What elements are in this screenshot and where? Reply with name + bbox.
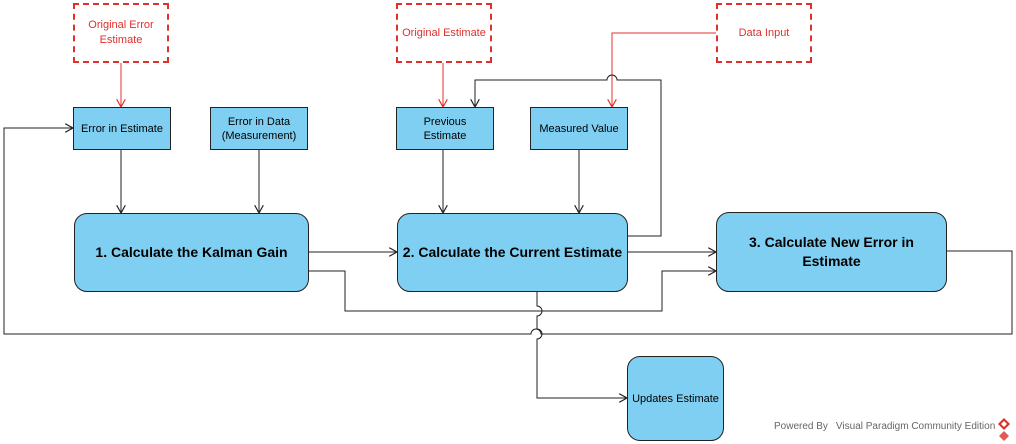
error-in-data-node[interactable]: Error in Data (Measurement)	[210, 107, 308, 150]
measured-value-node[interactable]: Measured Value	[530, 107, 628, 150]
product-name-label: Visual Paradigm Community Edition	[835, 421, 996, 432]
powered-by-label: Powered By	[774, 421, 828, 432]
previous-estimate-node[interactable]: Previous Estimate	[396, 107, 494, 150]
data-input-node[interactable]: Data Input	[716, 3, 812, 63]
edge-data-input-to-measured-value	[612, 32, 716, 107]
original-error-estimate-node[interactable]: Original Error Estimate	[73, 3, 169, 63]
edge-kalman-to-new-error	[309, 271, 716, 312]
edge-new-error-to-error-in-estimate	[3, 128, 1013, 335]
updates-estimate-node[interactable]: Updates Estimate	[627, 356, 724, 441]
error-in-estimate-node[interactable]: Error in Estimate	[73, 107, 171, 150]
original-estimate-node[interactable]: Original Estimate	[396, 3, 492, 63]
calculate-current-estimate-node[interactable]: 2. Calculate the Current Estimate	[397, 213, 628, 292]
edge-current-to-previous-estimate	[475, 74, 662, 237]
visual-paradigm-logo-icon	[998, 418, 1010, 441]
edge-current-to-updates-estimate	[536, 292, 627, 398]
calculate-kalman-gain-node[interactable]: 1. Calculate the Kalman Gain	[74, 213, 309, 292]
calculate-new-error-node[interactable]: 3. Calculate New Error in Estimate	[716, 212, 947, 292]
powered-by-footer: Powered By Visual Paradigm Community Edi…	[774, 421, 995, 432]
